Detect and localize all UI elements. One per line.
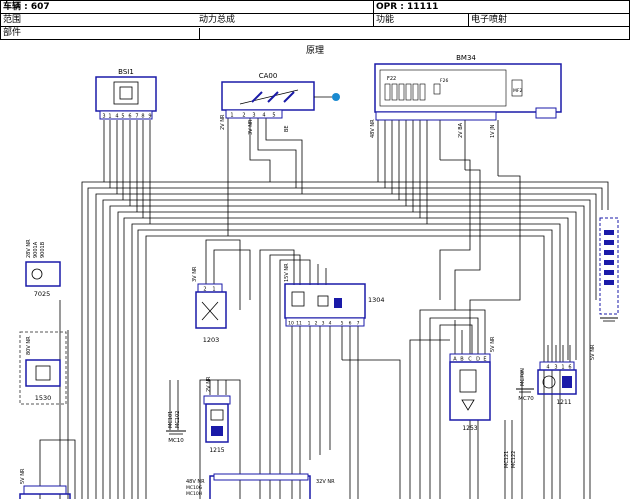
bsi-label: BSI1 <box>118 68 134 76</box>
c1211-pin: 6 <box>568 365 571 371</box>
key-icon <box>332 93 340 101</box>
mc10-wire-label: MC102 <box>175 411 181 428</box>
bottom-wire-label: MC10G <box>186 485 203 491</box>
c1304-pin: 7 <box>357 321 360 327</box>
c1304-pin: 3 <box>322 321 325 327</box>
bsi-pin: 8 <box>141 114 144 120</box>
c1215-label: 1215 <box>209 447 224 454</box>
c7025-wire-label: 9001A <box>33 241 39 258</box>
mc70-component: MC70N MC70 <box>516 368 534 402</box>
ca00-pin: 1 <box>230 113 233 119</box>
c1304-pin: 2 <box>315 321 318 327</box>
c1304-pin: 1 <box>308 321 311 327</box>
bottom-wire-label: MC10H <box>186 491 202 497</box>
bsi-pin: 7 <box>135 114 138 120</box>
c1211-wire-label: 5V NR <box>590 344 596 360</box>
bsi-pin: 5 <box>121 114 124 120</box>
part-label: 部件 <box>3 27 22 38</box>
c1530-label: 1530 <box>35 394 52 402</box>
c1304-wire-label: 15V NR <box>284 263 290 282</box>
bsi-pin: 3 <box>102 114 105 120</box>
c1253-pin: E <box>483 357 486 363</box>
mc12-component: MC121 MC122 <box>504 451 517 468</box>
ca00-wire-label: 2V NR <box>220 114 226 130</box>
c7025-wire-label: 28V NR <box>26 239 32 258</box>
c1304-pin: 4 <box>329 321 332 327</box>
pump-icon <box>542 375 556 389</box>
c1304-pin: 5 <box>341 321 344 327</box>
bm34-component: BM34 F22 MF2 F26 48V NR 2V BA 1V JN <box>370 54 562 138</box>
c1253-wire-label: 5V NR <box>490 336 496 352</box>
c1203-wire-label: 3V NR <box>192 266 198 282</box>
mc10-label: MC10 <box>168 438 184 444</box>
c7025-component: 28V NR 9001A 9001B 7025 <box>25 239 61 298</box>
ca00-pin: 3 <box>252 113 255 119</box>
c1530-wire-label: 80V NR <box>26 336 32 355</box>
bottom-wire-label: 5V NR <box>20 468 26 484</box>
c1253-pin: C <box>468 357 472 363</box>
bottom-components: 5V NR 48V NR MC10G MC10H 32V NR <box>19 468 335 499</box>
c1530-component: 80V NR 1530 <box>19 331 67 405</box>
c1211-label: 1211 <box>556 399 571 406</box>
c1211-component: 5V NR 4 3 1 6 1211 <box>537 344 596 406</box>
c1253-label: 1253 <box>462 425 477 432</box>
mc12-wire-label: MC121 <box>504 451 510 468</box>
ca00-label: CA00 <box>259 72 278 80</box>
ca00-wire-label: 3V NR <box>248 119 254 135</box>
c1203-pin: 1 <box>212 287 215 293</box>
c1203-component: 3V NR 2 1 1203 <box>192 266 227 344</box>
bm34-wire-label: 48V NR <box>370 119 376 138</box>
scope-label: 范围 <box>3 14 22 25</box>
bm34-fuse-label: F26 <box>440 78 448 84</box>
c1253-pin: A <box>453 357 457 363</box>
bottom-wire-label: 32V NR <box>316 479 335 485</box>
mc10-component: MC101 MC102 MC10 <box>166 411 186 444</box>
mc12-wire-label: MC122 <box>511 451 517 468</box>
ca00-pin: 5 <box>272 113 275 119</box>
diagram-title: 原理 <box>305 46 324 56</box>
c1211-pin: 1 <box>561 365 564 371</box>
c1253-pin: D <box>476 357 480 363</box>
c1203-pin: 2 <box>203 287 206 293</box>
part-cell: 部件 <box>0 26 630 40</box>
ca00-wire-label: BE <box>284 125 290 132</box>
ground-connector <box>599 217 619 322</box>
c1203-label: 1203 <box>203 336 220 344</box>
bsi-pin: 9 <box>148 114 151 120</box>
sensor-icon <box>31 268 43 280</box>
ca00-component: CA00 1 2 3 4 5 2V NR 3V NR BE <box>220 72 340 135</box>
bottom-wire-label: 48V NR <box>186 479 205 485</box>
c1253-component: 5V NR A B C D E 1253 <box>449 336 496 432</box>
bsi-pin: 1 <box>108 114 111 120</box>
mc70-label: MC70 <box>518 396 534 402</box>
bsi-pin: 4 <box>115 114 118 120</box>
scope-value: 动力总成 <box>199 14 236 25</box>
bsi-component: BSI1 3 1 4 5 6 7 8 9 <box>95 68 157 120</box>
c1211-pin: 4 <box>546 365 549 371</box>
bm34-wire-label: 1V JN <box>490 124 496 138</box>
bm34-label: BM34 <box>456 54 476 62</box>
bsi-pin: 6 <box>128 114 131 120</box>
c1304-pin: 6 <box>349 321 352 327</box>
c1304-pin: 10 <box>288 321 294 327</box>
ca00-pin: 4 <box>262 113 265 119</box>
c1253-pin: B <box>460 357 464 363</box>
bm34-wire-label: 2V BA <box>458 122 464 138</box>
ca00-pin: 2 <box>242 113 245 119</box>
bm34-fuse-label: F22 <box>387 76 396 82</box>
mc70-wire-label: MC70N <box>520 368 526 386</box>
c1304-pin: 11 <box>296 321 302 327</box>
c1215-wire-label: 2V NR <box>206 376 212 392</box>
header-table: 车辆 : 607 OPR : 11111 范围动力总成 功能 电子喷射 部件 <box>0 0 630 40</box>
bm34-fuse-label: MF2 <box>513 88 522 94</box>
c1304-label: 1304 <box>368 296 385 304</box>
c1215-component: 2V NR 1215 <box>203 376 231 454</box>
mc10-wire-label: MC101 <box>168 411 174 428</box>
wire-group <box>39 118 609 499</box>
c1211-pin: 3 <box>554 365 557 371</box>
c7025-label: 7025 <box>34 290 51 298</box>
c1304-component: 15V NR 1304 10 11 1 2 3 4 5 6 7 <box>284 263 385 327</box>
c7025-wire-label: 9001B <box>40 241 46 258</box>
